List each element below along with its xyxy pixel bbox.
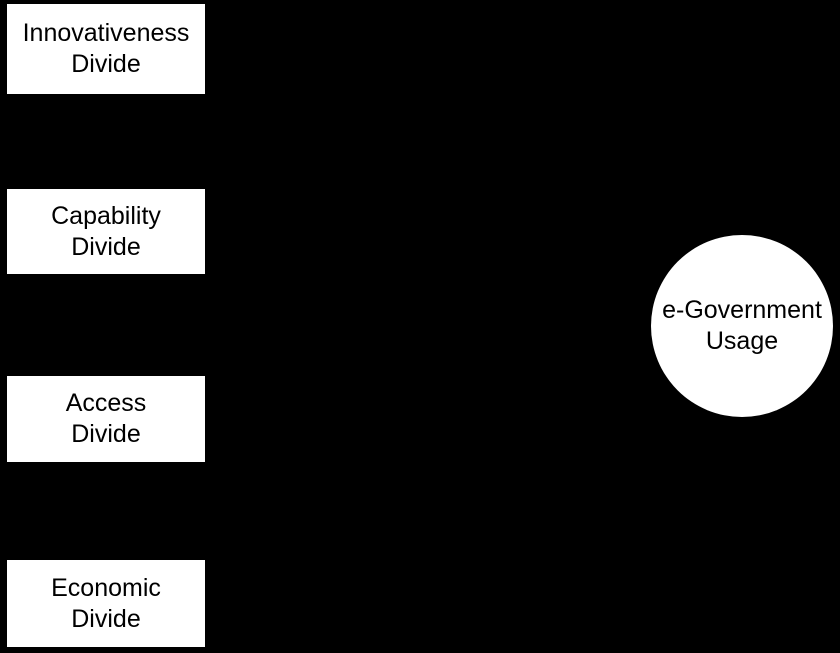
node-label-line: Access: [65, 389, 147, 417]
node-access-divide: Access Divide: [7, 376, 205, 462]
connector-economic-to-egov: [204, 367, 663, 605]
connector-access-to-egov: [204, 336, 654, 420]
node-label-line: Divide: [71, 604, 141, 633]
node-egovernment-usage: e-Government Usage: [651, 235, 833, 417]
node-label-line: Usage: [705, 327, 779, 355]
node-label-line: Divide: [71, 232, 141, 261]
node-label-line: e-Government: [662, 296, 822, 324]
node-label-line: Divide: [71, 50, 141, 78]
connector-innovativeness-to-egov: [204, 48, 663, 285]
node-label-line: Capability: [51, 201, 161, 230]
node-label-line: Innovativeness: [22, 19, 190, 47]
connector-capability-to-egov: [204, 231, 654, 315]
node-label-line: Divide: [71, 420, 141, 448]
node-economic-divide: Economic Divide: [7, 560, 205, 647]
node-capability-divide: Capability Divide: [7, 189, 205, 274]
node-label-line: Economic: [51, 573, 161, 602]
node-innovativeness-divide: Innovativeness Divide: [7, 4, 205, 94]
